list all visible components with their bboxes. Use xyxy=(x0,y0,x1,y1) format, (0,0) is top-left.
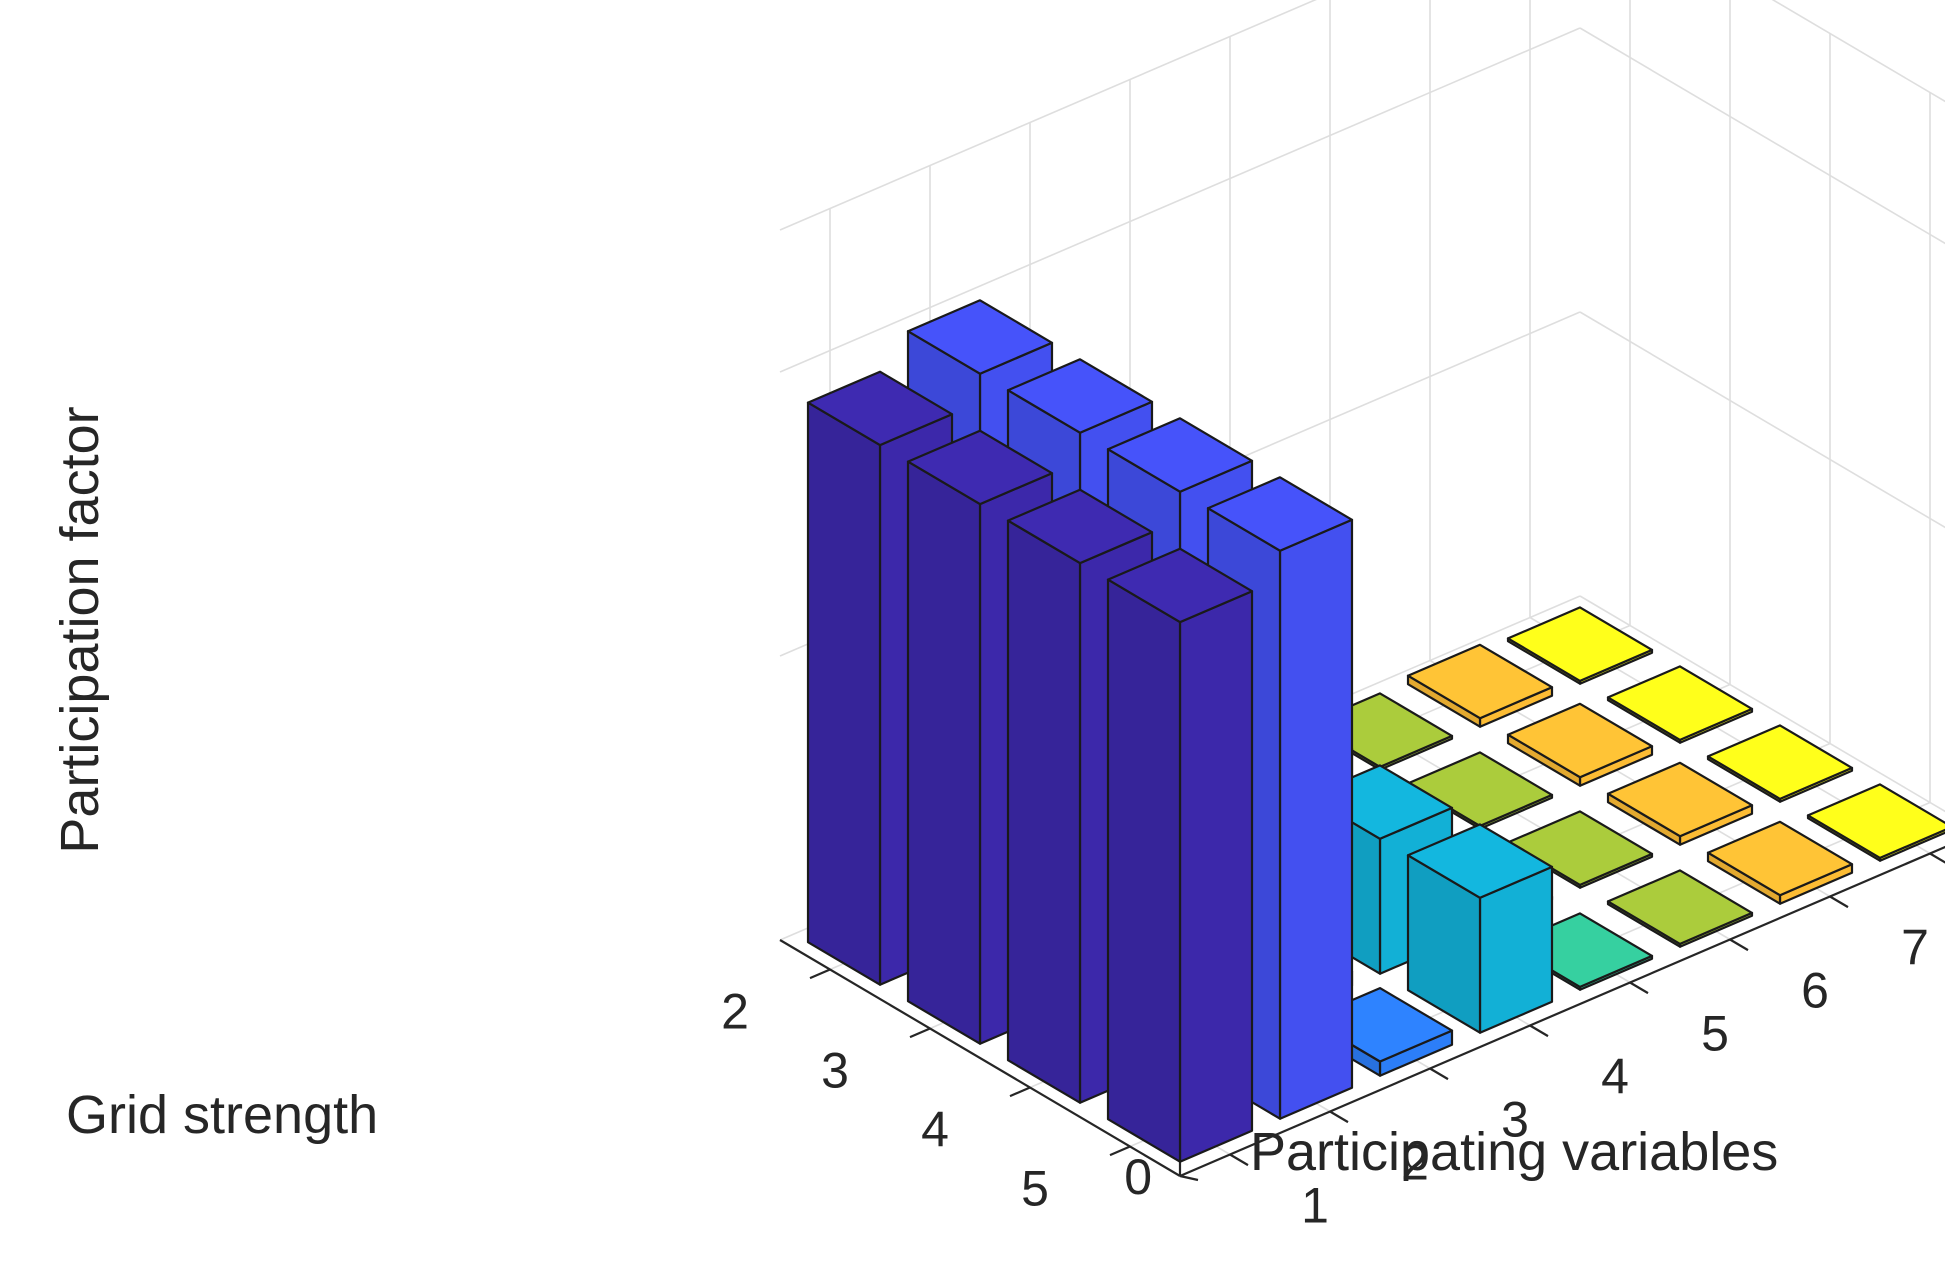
x-tick-label: 7 xyxy=(1901,920,1929,976)
x-axis-label: Participating variables xyxy=(1250,1122,1778,1182)
x-tick xyxy=(1929,852,1945,864)
bar-top-face xyxy=(1706,724,1854,801)
x-tick xyxy=(1429,1067,1449,1081)
bar-x8-y1 xyxy=(1506,606,1654,685)
bar-top-face xyxy=(1006,488,1154,565)
y-tick-label: 4 xyxy=(921,1101,949,1157)
bar-top-face xyxy=(1606,869,1754,946)
bar-x7-y1 xyxy=(1406,643,1554,728)
bar-front-face xyxy=(1178,590,1254,1163)
y-axis-label: Grid strength xyxy=(66,1085,378,1145)
bar-top-face xyxy=(1406,823,1554,899)
grid-line xyxy=(779,27,1581,373)
bar-top-face xyxy=(1006,358,1154,434)
bar-top-face xyxy=(1506,810,1654,887)
bar-side-face xyxy=(906,460,982,1045)
bar-top-face xyxy=(1406,751,1554,828)
y-tick xyxy=(909,1027,931,1039)
bar-layer xyxy=(806,299,1945,1163)
bar-x7-y2 xyxy=(1506,702,1654,787)
grid-line xyxy=(1579,311,1945,529)
bar-x1-y4 xyxy=(1106,547,1254,1163)
x-axis-line xyxy=(1179,845,1945,1178)
bar-top-face xyxy=(1506,702,1654,779)
bar-x7-y3 xyxy=(1606,761,1754,846)
x-tick-label: 2 xyxy=(1401,1135,1429,1191)
x-tick xyxy=(1629,981,1649,995)
bar-side-face xyxy=(1006,519,1082,1104)
grid-line xyxy=(1771,0,1945,103)
grid-line xyxy=(1579,595,1945,813)
bar-top-face xyxy=(806,370,954,447)
y-tick xyxy=(1009,1086,1031,1098)
x-tick xyxy=(1529,1024,1549,1038)
bar-top-face xyxy=(1506,606,1654,683)
y-tick-label: 2 xyxy=(721,983,749,1039)
x-tick-label: 5 xyxy=(1701,1006,1729,1062)
bar-x7-y4 xyxy=(1706,820,1854,905)
bar-front-face xyxy=(1278,518,1354,1120)
bar-top-face xyxy=(1106,547,1254,624)
bar-top-face xyxy=(1606,665,1754,742)
x-tick-label: 6 xyxy=(1801,963,1829,1019)
z-tick xyxy=(1179,1174,1199,1182)
x-tick-label: 4 xyxy=(1601,1049,1629,1105)
bar-x6-y4 xyxy=(1606,869,1754,948)
bar-top-face xyxy=(1406,643,1554,720)
bar-x8-y4 xyxy=(1806,783,1945,862)
x-tick-label: 3 xyxy=(1501,1092,1529,1148)
bar-side-face xyxy=(1106,578,1182,1163)
grid-line xyxy=(779,0,1317,231)
bar-top-face xyxy=(1106,417,1254,493)
x-tick xyxy=(1329,1110,1349,1124)
bar-x4-y4 xyxy=(1406,823,1554,1034)
bar-top-face xyxy=(1706,820,1854,897)
z-tick-label: 0 xyxy=(1124,1149,1152,1205)
bar-x8-y2 xyxy=(1606,665,1754,744)
y-axis-line xyxy=(779,939,1181,1177)
label-layer: Participation factor Grid strength Parti… xyxy=(50,406,1778,1182)
x-tick-label: 1 xyxy=(1301,1178,1329,1234)
y-tick-label: 3 xyxy=(821,1042,849,1098)
bar-top-face xyxy=(1206,476,1354,552)
bar-top-face xyxy=(906,299,1054,375)
y-tick-label: 5 xyxy=(1021,1160,1049,1216)
x-tick xyxy=(1829,895,1849,909)
y-tick xyxy=(809,968,831,980)
bar-x8-y3 xyxy=(1706,724,1854,803)
grid-line xyxy=(1579,27,1945,245)
y-tick xyxy=(1109,1145,1131,1157)
x-tick xyxy=(1729,938,1749,952)
x-tick xyxy=(1229,1153,1249,1167)
bar-top-face xyxy=(1606,761,1754,838)
z-axis-label: Participation factor xyxy=(50,406,110,853)
bar-side-face xyxy=(806,401,882,986)
bar-top-face xyxy=(906,429,1054,506)
bar-top-face xyxy=(1806,783,1945,860)
